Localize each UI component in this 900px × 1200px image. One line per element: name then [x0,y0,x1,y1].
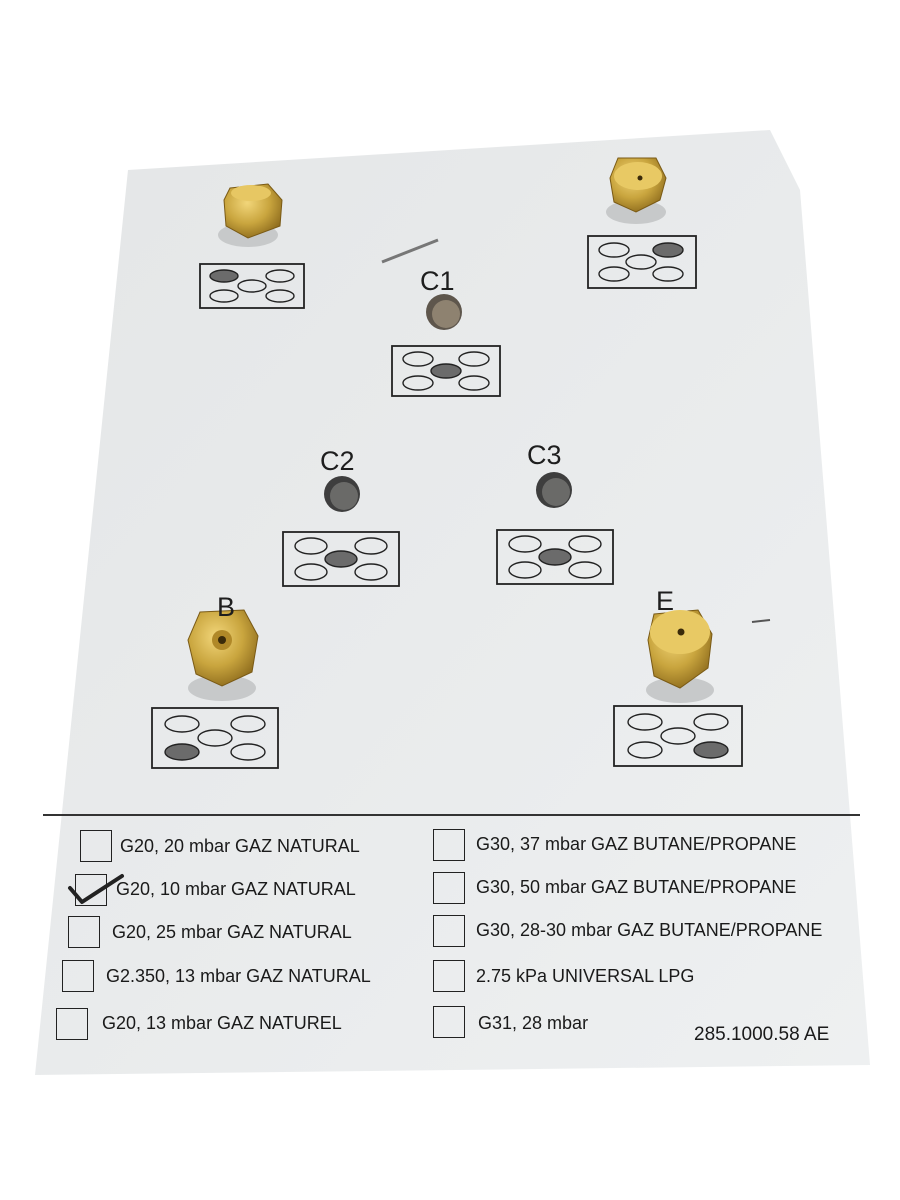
hole-c3 [536,472,572,508]
checkbox-g20-13[interactable] [56,1008,88,1040]
option-label: G2.350, 13 mbar GAZ NATURAL [106,966,371,986]
option-label: G31, 28 mbar [478,1013,589,1033]
option-label: G20, 20 mbar GAZ NATURAL [120,836,360,856]
hob-diagram-c2 [282,531,400,587]
hob-diagram-b [151,707,279,769]
hole-c1 [426,294,462,330]
injector-b [187,609,259,701]
label-c1: C1 [420,266,455,296]
wire-mark [381,238,439,264]
checkbox-g20-10[interactable] [75,874,107,906]
injector-e [646,609,714,703]
card-background [35,130,870,1075]
checkbox-g30-28-30[interactable] [433,915,465,947]
checkbox-g31-28[interactable] [433,1006,465,1038]
checkmark-icon [68,874,124,904]
hob-diagram-c1 [391,345,501,397]
option-label: G30, 28-30 mbar GAZ BUTANE/PROPANE [476,920,823,940]
label-c3: C3 [527,440,562,470]
label-b: B [217,592,236,622]
hob-diagram-top-right [587,235,697,289]
option-label: 2.75 kPa UNIVERSAL LPG [476,966,695,986]
hole-c2 [324,476,360,512]
checkbox-g30-50[interactable] [433,872,465,904]
injector-top-right [606,157,667,224]
option-label: G20, 13 mbar GAZ NATUREL [102,1013,342,1033]
hob-diagram-c3 [496,529,614,585]
label-c2: C2 [320,446,355,476]
hob-diagram-e [613,705,743,767]
dash-mark [751,619,771,623]
hob-diagram-top-left [199,263,305,309]
option-label: G20, 10 mbar GAZ NATURAL [116,879,356,899]
checkbox-lpg-275[interactable] [433,960,465,992]
checkbox-g20-20[interactable] [80,830,112,862]
option-label: G30, 50 mbar GAZ BUTANE/PROPANE [476,877,797,897]
checkbox-g2350-13[interactable] [62,960,94,992]
injector-top-left [218,183,283,247]
part-number: 285.1000.58 AE [694,1024,830,1045]
option-label: G20, 25 mbar GAZ NATURAL [112,922,352,942]
label-e: E [656,586,675,616]
checkbox-g30-37[interactable] [433,829,465,861]
checkbox-g20-25[interactable] [68,916,100,948]
option-label: G30, 37 mbar GAZ BUTANE/PROPANE [476,834,797,854]
